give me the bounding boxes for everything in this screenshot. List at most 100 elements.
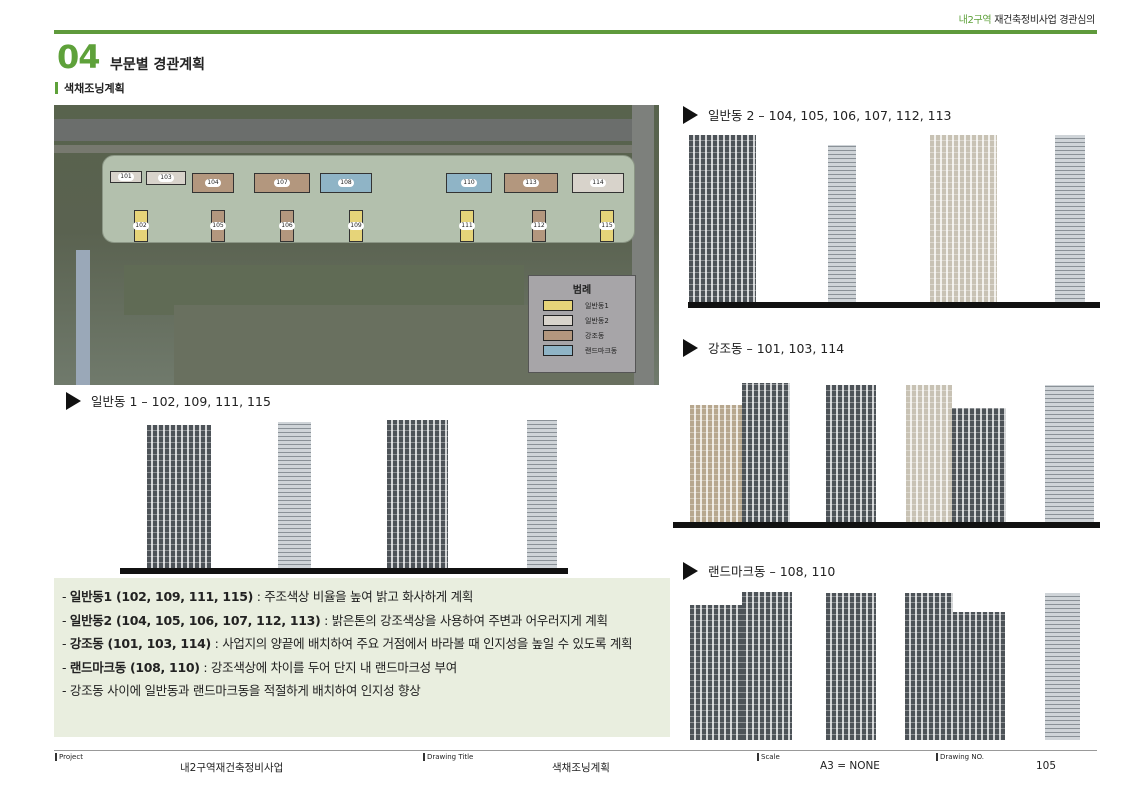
building-elevation xyxy=(689,135,756,302)
note-text: : 밝은톤의 강조색상을 사용하여 주변과 어우러지게 계획 xyxy=(320,612,608,628)
note-item: - 랜드마크동 (108, 110) : 강조색상에 차이를 두어 단지 내 랜… xyxy=(62,659,457,675)
building-number: 113 xyxy=(523,179,539,187)
site-building-109: 109 xyxy=(348,210,364,242)
building-number: 109 xyxy=(348,222,364,230)
legend-title: 범례 xyxy=(572,285,592,296)
note-text: : 강조색상에 차이를 두어 단지 내 랜드마크성 부여 xyxy=(199,659,457,675)
elevation-caption-3: 강조동 – 101, 103, 114 xyxy=(683,338,844,357)
note-heading: 강조동 (101, 103, 114) xyxy=(69,636,211,651)
building-elevation xyxy=(690,605,742,740)
site-building-105: 105 xyxy=(210,210,226,242)
arrow-icon xyxy=(683,338,698,357)
legend-label: 일반동1 xyxy=(585,301,609,310)
site-building-115: 115 xyxy=(599,210,615,242)
site-building-110: 110 xyxy=(446,173,492,193)
building-elevation xyxy=(742,383,790,522)
building-number: 115 xyxy=(599,222,615,230)
footer-scale: A3 = NONE xyxy=(820,760,880,772)
legend-label: 일반동2 xyxy=(585,316,609,325)
building-elevation xyxy=(952,408,1006,522)
building-elevation xyxy=(930,135,997,302)
building-number: 111 xyxy=(459,222,475,230)
site-building-111: 111 xyxy=(459,210,475,242)
caption-text: 강조동 – 101, 103, 114 xyxy=(708,341,845,356)
footer-project-label: Project xyxy=(55,753,83,761)
building-elevation xyxy=(690,405,742,522)
header-highlight: 내2구역 xyxy=(958,15,992,26)
building-number: 108 xyxy=(338,179,354,187)
section-number: 04 xyxy=(57,38,101,76)
legend-item: 랜드마크동 xyxy=(543,345,635,356)
building-elevation xyxy=(826,593,876,740)
note-heading: 랜드마크동 (108, 110) xyxy=(69,659,200,675)
footer-title: 색채조닝계획 xyxy=(552,762,610,774)
legend-swatch xyxy=(543,315,573,326)
ground-line xyxy=(673,522,1100,528)
arrow-icon xyxy=(683,561,698,580)
footer-divider xyxy=(54,750,1097,751)
caption-text: 일반동 2 – 104, 105, 106, 107, 112, 113 xyxy=(708,108,952,123)
note-item: - 일반동2 (104, 105, 106, 107, 112, 113) : … xyxy=(62,612,608,628)
site-building-112: 112 xyxy=(531,210,547,242)
footer-project: 내2구역재건축정비사업 xyxy=(180,762,284,774)
site-building-101: 101 xyxy=(110,171,142,183)
legend-swatch xyxy=(543,300,573,311)
note-text: : 주조색상 비율을 높여 밝고 화사하게 계획 xyxy=(253,589,474,604)
site-building-113: 113 xyxy=(504,173,558,193)
note-heading: 일반동2 (104, 105, 106, 107, 112, 113) xyxy=(69,612,321,628)
caption-text: 일반동 1 – 102, 109, 111, 115 xyxy=(91,394,271,409)
elevation-caption-4: 랜드마크동 – 108, 110 xyxy=(683,561,835,580)
building-number: 104 xyxy=(205,179,221,187)
site-lot xyxy=(102,155,635,243)
building-elevation xyxy=(905,593,953,740)
ground-line xyxy=(120,568,568,574)
building-elevation xyxy=(147,425,211,568)
caption-text: 랜드마크동 – 108, 110 xyxy=(708,564,836,579)
elevation-caption-2: 일반동 2 – 104, 105, 106, 107, 112, 113 xyxy=(683,105,952,124)
footer-no-label: Drawing NO. xyxy=(936,753,984,761)
footer-title-label: Drawing Title xyxy=(423,753,473,761)
building-elevation xyxy=(1045,385,1094,522)
building-elevation xyxy=(953,612,1005,740)
legend-item: 강조동 xyxy=(543,330,635,341)
header-rest: 재건축정비사업 경관심의 xyxy=(994,15,1095,26)
building-number: 107 xyxy=(274,179,290,187)
note-item: - 일반동1 (102, 109, 111, 115) : 주조색상 비율을 높… xyxy=(62,589,474,604)
elevation-caption-1: 일반동 1 – 102, 109, 111, 115 xyxy=(66,391,271,410)
building-elevation xyxy=(826,385,876,522)
ground-line xyxy=(688,302,1100,308)
building-elevation xyxy=(1045,593,1080,740)
note-item: - 강조동 (101, 103, 114) : 사업지의 양끝에 배치하여 주요… xyxy=(62,636,633,651)
site-building-114: 114 xyxy=(572,173,624,193)
header-project-title: 내2구역 재건축정비사업 경관심의 xyxy=(958,11,1096,26)
building-elevation xyxy=(387,420,448,568)
building-elevation xyxy=(828,145,856,302)
site-building-104: 104 xyxy=(192,173,234,193)
note-heading: 일반동1 (102, 109, 111, 115) xyxy=(69,589,254,604)
header-divider xyxy=(54,30,1097,34)
building-number: 112 xyxy=(531,222,547,230)
legend-item: 일반동2 xyxy=(543,315,635,326)
site-building-103: 103 xyxy=(146,171,186,185)
section-title: 부문별 경관계획 xyxy=(110,57,206,73)
building-elevation xyxy=(278,422,311,568)
legend-label: 강조동 xyxy=(585,331,605,340)
note-text: : 사업지의 양끝에 배치하여 주요 거점에서 바라볼 때 인지성을 높일 수 … xyxy=(210,636,633,651)
building-number: 101 xyxy=(118,173,134,181)
arrow-icon xyxy=(66,391,81,410)
legend-swatch xyxy=(543,345,573,356)
building-number: 114 xyxy=(590,179,606,187)
notes-box: - 일반동1 (102, 109, 111, 115) : 주조색상 비율을 높… xyxy=(54,578,670,737)
building-elevation xyxy=(906,385,952,522)
building-elevation xyxy=(1055,135,1085,302)
site-building-102: 102 xyxy=(133,210,149,242)
footer-scale-label: Scale xyxy=(757,753,780,761)
note-text: 강조동 사이에 일반동과 랜드마크동을 적절하게 배치하여 인지성 향상 xyxy=(69,683,421,698)
subtitle-marker xyxy=(55,82,58,94)
legend-label: 랜드마크동 xyxy=(585,346,618,355)
building-number: 102 xyxy=(133,222,149,230)
arrow-icon xyxy=(683,105,698,124)
note-item: - 강조동 사이에 일반동과 랜드마크동을 적절하게 배치하여 인지성 향상 xyxy=(62,683,421,698)
